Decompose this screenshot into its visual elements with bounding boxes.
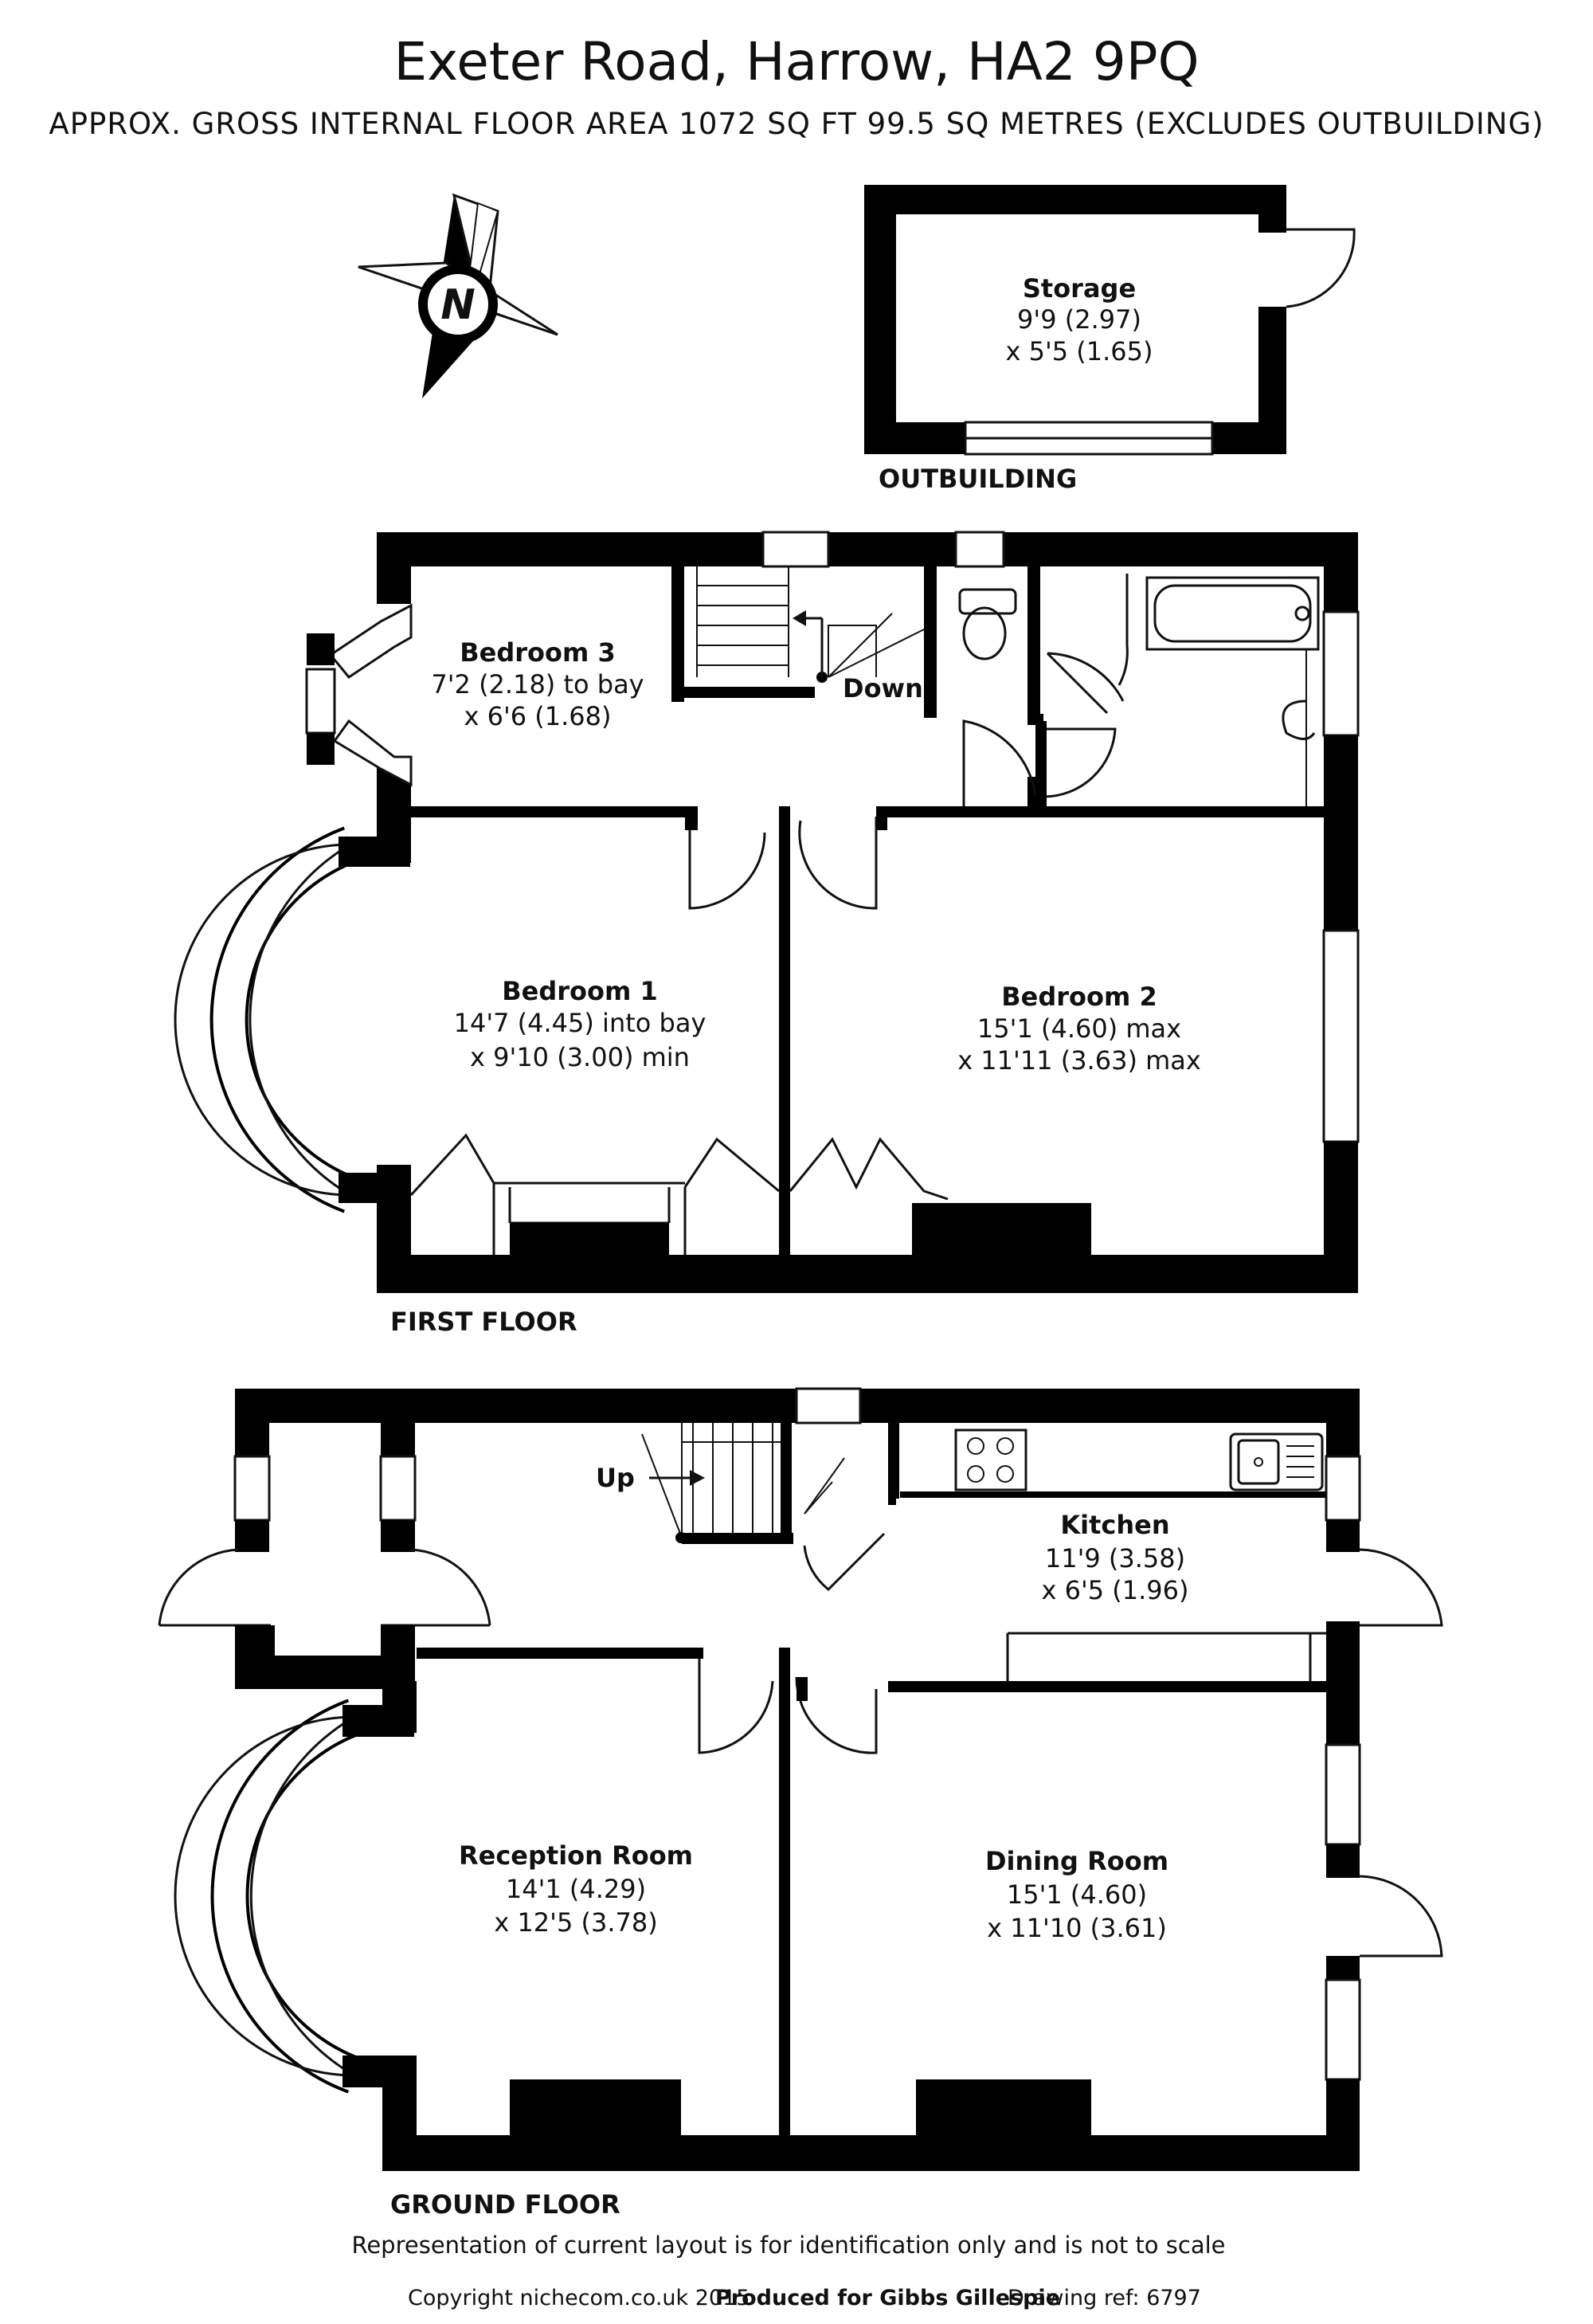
room-dim2-storage: x 5'5 (1.65) bbox=[1005, 336, 1153, 366]
ground-floor-plan: Up bbox=[158, 1387, 1443, 2171]
room-name-dining-room: Dining Room bbox=[985, 1846, 1168, 1876]
outbuilding-plan bbox=[864, 185, 1356, 456]
disclaimer-text: Representation of current layout is for … bbox=[351, 2232, 1225, 2259]
first-floor-plan: Down bbox=[174, 531, 1360, 1293]
room-name-bedroom-2: Bedroom 2 bbox=[1001, 982, 1157, 1012]
room-dim1-kitchen: 11'9 (3.58) bbox=[1045, 1543, 1185, 1574]
room-dim1-reception-room: 14'1 (4.29) bbox=[506, 1874, 646, 1904]
room-dim2-kitchen: x 6'5 (1.96) bbox=[1041, 1575, 1188, 1605]
room-name-bedroom-1: Bedroom 1 bbox=[502, 976, 658, 1006]
stairs-label-down: Down bbox=[843, 673, 923, 703]
compass-letter: N bbox=[440, 281, 476, 329]
floor-area-subtitle: APPROX. GROSS INTERNAL FLOOR AREA 1072 S… bbox=[49, 107, 1544, 141]
room-dim2-bedroom-2: x 11'11 (3.63) max bbox=[957, 1045, 1201, 1076]
room-dim2-bedroom-1: x 9'10 (3.00) min bbox=[470, 1042, 690, 1072]
room-name-reception-room: Reception Room bbox=[459, 1840, 693, 1871]
room-dim1-bedroom-2: 15'1 (4.60) max bbox=[977, 1013, 1181, 1044]
ground-floor-label: GROUND FLOOR bbox=[390, 2189, 620, 2220]
first-floor-label: FIRST FLOOR bbox=[390, 1307, 577, 1337]
room-name-storage: Storage bbox=[1023, 273, 1136, 304]
room-name-bedroom-3: Bedroom 3 bbox=[460, 637, 616, 668]
room-dim2-dining-room: x 11'10 (3.61) bbox=[987, 1913, 1167, 1943]
room-dim1-bedroom-1: 14'7 (4.45) into bay bbox=[454, 1008, 706, 1038]
outbuilding-label: OUTBUILDING bbox=[879, 464, 1077, 494]
room-dim1-dining-room: 15'1 (4.60) bbox=[1007, 1879, 1147, 1910]
room-dim1-bedroom-3: 7'2 (2.18) to bay bbox=[431, 669, 644, 700]
copyright-text: Copyright nichecom.co.uk 2015 bbox=[408, 2286, 750, 2310]
plan-title: Exeter Road, Harrow, HA2 9PQ bbox=[393, 31, 1199, 92]
room-dim2-bedroom-3: x 6'6 (1.68) bbox=[464, 701, 611, 731]
stairs-label-up: Up bbox=[596, 1463, 635, 1493]
room-name-kitchen: Kitchen bbox=[1060, 1510, 1169, 1540]
produced-for-text: Produced for Gibbs Gillespie bbox=[715, 2286, 1060, 2310]
room-dim2-reception-room: x 12'5 (3.78) bbox=[494, 1907, 657, 1938]
drawing-ref-text: Drawing ref: 6797 bbox=[1008, 2286, 1201, 2310]
compass-north-icon: N bbox=[358, 193, 558, 398]
room-dim1-storage: 9'9 (2.97) bbox=[1017, 304, 1141, 335]
